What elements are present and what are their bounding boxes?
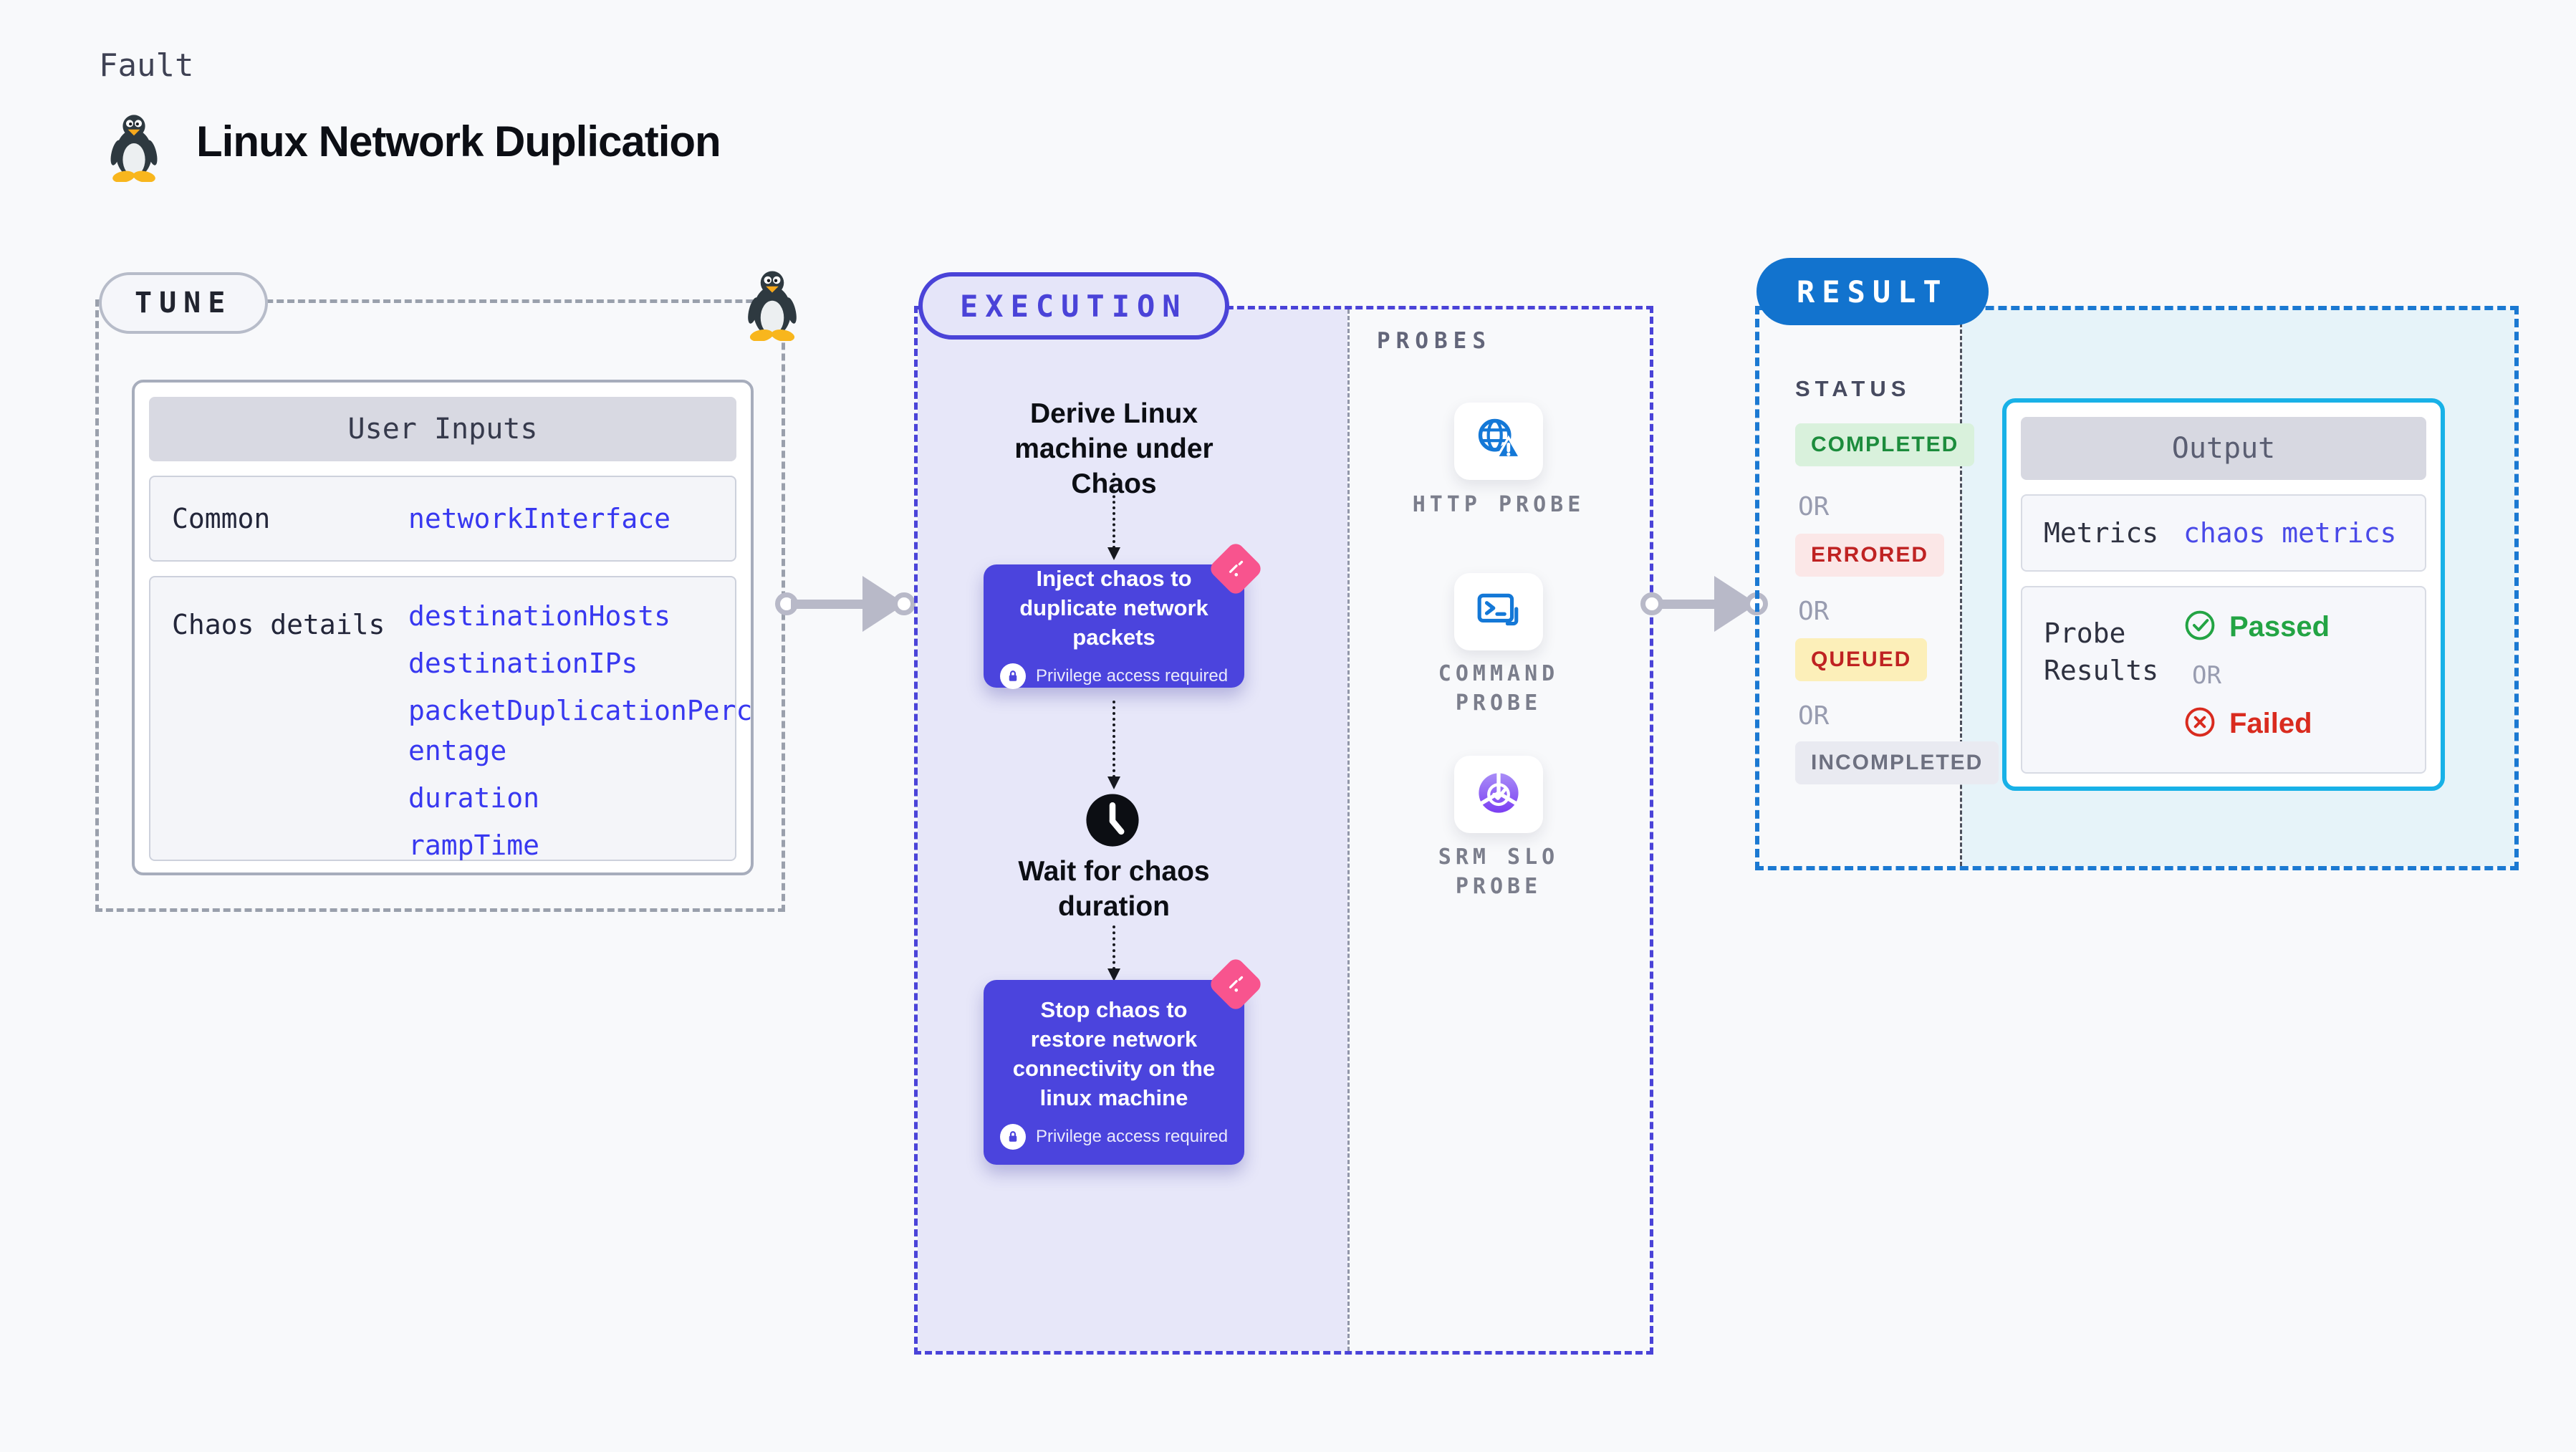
failed-label: Failed <box>2229 708 2312 739</box>
linux-penguin-corner-icon <box>742 269 802 342</box>
execution-probes-divider <box>1347 309 1350 1351</box>
execution-badge: EXECUTION <box>918 272 1229 340</box>
passed-label: Passed <box>2229 611 2330 643</box>
http-probe-card <box>1454 403 1543 480</box>
probes-label: PROBES <box>1377 328 1491 354</box>
param: duration <box>408 782 540 814</box>
lock-icon <box>999 663 1026 689</box>
lock-icon <box>999 1124 1026 1150</box>
step-stop-chaos-node: Stop chaos to restore network connectivi… <box>984 956 1264 1165</box>
metrics-label: Metrics <box>2044 517 2159 549</box>
or-label: OR <box>1798 492 1830 521</box>
row-label: Chaos details <box>172 609 385 640</box>
privilege-note: Privilege access required <box>999 663 1229 689</box>
param: packetDuplicationPercentage <box>408 695 753 766</box>
result-badge: RESULT <box>1756 258 1989 325</box>
output-row-metrics: Metrics chaos metrics <box>2021 494 2426 572</box>
flow-connector <box>1107 473 1120 560</box>
check-circle-icon <box>2183 609 2216 645</box>
status-badge-incompleted: INCOMPLETED <box>1795 741 1999 784</box>
fault-kicker: Fault <box>99 47 194 84</box>
output-box: Output Metrics chaos metrics Probe Resul… <box>2002 398 2445 791</box>
step-stop-chaos-label: Stop chaos to restore network connectivi… <box>1012 997 1216 1110</box>
flow-connector <box>1107 925 1120 981</box>
chaos-param-list: destinationHosts destinationIPs packetDu… <box>408 596 766 872</box>
or-label: OR <box>1798 597 1830 626</box>
status-badge-errored: ERRORED <box>1795 534 1945 577</box>
status-title: STATUS <box>1795 376 1911 401</box>
output-row-probe-results: Probe Results Passed OR <box>2021 586 2426 774</box>
output-header: Output <box>2021 417 2426 480</box>
privilege-note-text: Privilege access required <box>1035 1127 1229 1146</box>
step-wait-duration: Wait for chaos duration <box>1018 856 1210 922</box>
or-label: OR <box>1798 701 1830 731</box>
srm-slo-probe-label: SRM SLO PROBE <box>1438 845 1559 899</box>
step-inject-chaos-label: Inject chaos to duplicate network packet… <box>1019 565 1208 650</box>
step-derive-machine: Derive Linux machine under Chaos <box>1014 398 1213 499</box>
row-value: networkInterface <box>408 503 671 534</box>
metrics-value: chaos metrics <box>2183 517 2397 549</box>
slo-pie-check-icon <box>1474 769 1523 821</box>
clock-icon <box>1085 792 1140 848</box>
status-badge-queued: QUEUED <box>1795 638 1928 681</box>
page-title: Linux Network Duplication <box>196 117 721 165</box>
http-probe-label: HTTP PROBE <box>1412 492 1585 517</box>
privilege-note-text: Privilege access required <box>1035 665 1229 686</box>
tune-badge: TUNE <box>99 272 269 334</box>
user-inputs-header: User Inputs <box>149 397 736 461</box>
privilege-note: Privilege access required <box>999 1124 1229 1150</box>
chaos-fault-icon <box>1207 956 1264 1013</box>
chaos-fault-icon <box>1207 540 1264 597</box>
linux-penguin-icon <box>105 113 163 183</box>
param: destinationIPs <box>408 648 638 679</box>
param: destinationHosts <box>408 600 671 632</box>
srm-slo-probe-card <box>1454 756 1543 833</box>
status-output-divider <box>1960 310 1962 866</box>
table-row-common: Common networkInterface <box>149 476 736 562</box>
row-label: Common <box>172 503 271 534</box>
terminal-icon <box>1475 591 1522 633</box>
probe-result-failed: Failed <box>2183 706 2330 742</box>
flow-connector <box>1107 701 1120 789</box>
command-probe-label: COMMAND PROBE <box>1438 661 1559 716</box>
user-inputs-table: User Inputs Common networkInterface Chao… <box>132 380 754 875</box>
status-badge-completed: COMPLETED <box>1795 423 1975 466</box>
x-circle-icon <box>2183 706 2216 742</box>
probe-results-label: Probe Results <box>2044 617 2159 686</box>
step-inject-chaos-node: Inject chaos to duplicate network packet… <box>984 540 1264 689</box>
probe-result-passed: Passed <box>2183 609 2330 645</box>
or-label: OR <box>2192 661 2221 690</box>
table-row-chaos-details: Chaos details destinationHosts destinati… <box>149 576 752 861</box>
command-probe-card <box>1454 573 1543 650</box>
globe-warning-icon <box>1474 415 1523 468</box>
param: rampTime <box>408 830 540 861</box>
